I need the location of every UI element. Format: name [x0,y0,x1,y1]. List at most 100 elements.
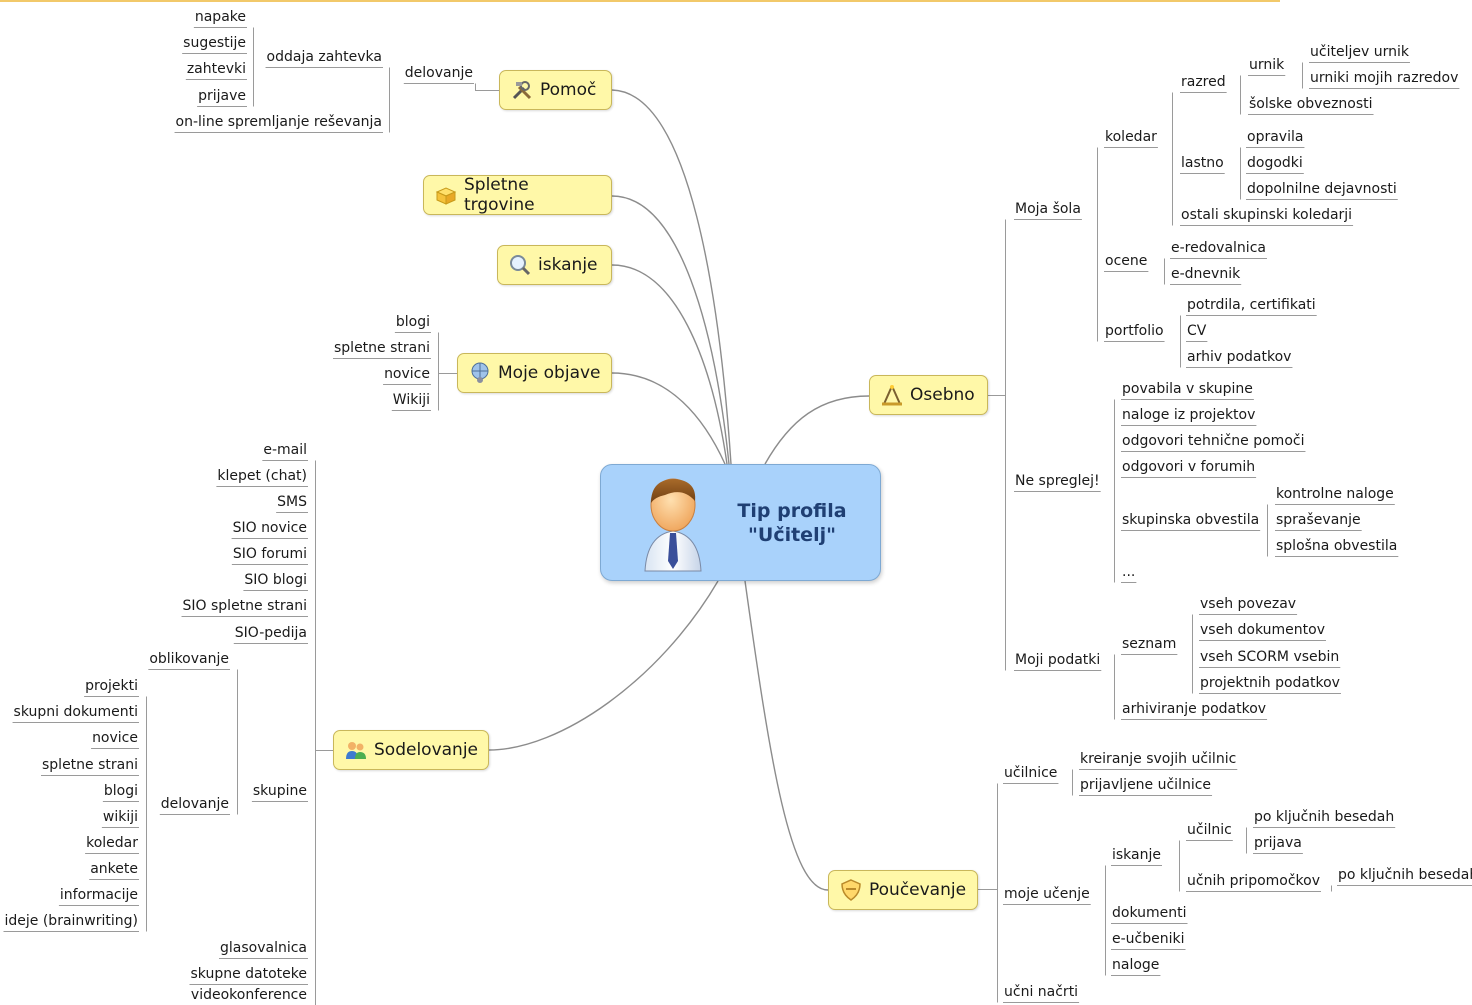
node-ucni-nacrti[interactable]: učni načrti [1004,984,1079,1000]
node-blogi-skupine[interactable]: blogi [103,783,138,799]
node-arhiv-podatkov[interactable]: arhiv podatkov [1187,349,1292,365]
node-koledar-skupine[interactable]: koledar [86,835,138,851]
node-naloge[interactable]: naloge [1112,957,1160,973]
node-vseh-scorm-vsebin[interactable]: vseh SCORM vsebin [1200,649,1340,665]
branch-iskanje[interactable]: iskanje [497,245,612,285]
central-topic[interactable]: Tip profila "Učitelj" [600,464,881,581]
node-skupni-dokumenti[interactable]: skupni dokumenti [13,704,138,720]
node-moja-sola[interactable]: Moja šola [1015,201,1081,217]
node-ostali-skupinski-koledarji[interactable]: ostali skupinski koledarji [1181,207,1353,223]
node-prijava[interactable]: prijava [1254,835,1302,851]
node-koledar[interactable]: koledar [1105,129,1157,145]
node-wikiji-objave[interactable]: Wikiji [392,392,430,408]
node-email[interactable]: e-mail [263,442,307,458]
node-moje-ucenje[interactable]: moje učenje [1004,886,1090,902]
node-splosna-obvestila[interactable]: splošna obvestila [1276,538,1398,554]
node-novice-objave[interactable]: novice [384,366,430,382]
node-urnik[interactable]: urnik [1249,57,1285,73]
node-wikiji-skupine[interactable]: wikiji [102,809,138,825]
node-skupne-datoteke[interactable]: skupne datoteke [190,966,307,982]
node-povabila-v-skupine[interactable]: povabila v skupine [1122,381,1253,397]
node-e-dnevnik[interactable]: e-dnevnik [1171,266,1241,282]
branch-osebno-label: Osebno [910,385,975,405]
node-spletne-strani-objave[interactable]: spletne strani [334,340,430,356]
node-zahtevki[interactable]: zahtevki [186,61,246,77]
node-oblikovanje[interactable]: oblikovanje [149,651,229,667]
node-e-redovalnica[interactable]: e-redovalnica [1171,240,1266,256]
node-kreiranje-svojih-ucilnic[interactable]: kreiranje svojih učilnic [1080,751,1237,767]
node-oddaja-zahtevka[interactable]: oddaja zahtevka [266,49,382,65]
node-ucnih-pripomockov[interactable]: učnih pripomočkov [1187,873,1320,889]
tools-icon [510,78,534,102]
node-sprasevanje[interactable]: spraševanje [1276,512,1361,528]
node-novice-skupine[interactable]: novice [92,730,138,746]
branch-moje-objave[interactable]: Moje objave [457,353,612,393]
node-delovanje-skupine[interactable]: delovanje [160,796,229,812]
node-projekti[interactable]: projekti [85,678,138,694]
node-sio-spletne-strani[interactable]: SIO spletne strani [182,598,307,614]
node-videokonference[interactable]: videokonference [190,987,307,1003]
node-vseh-povezav[interactable]: vseh povezav [1200,596,1297,612]
node-portfolio[interactable]: portfolio [1105,323,1164,339]
node-sio-blogi[interactable]: SIO blogi [244,572,307,588]
node-naloge-iz-projektov[interactable]: naloge iz projektov [1122,407,1256,423]
node-glasovalnica[interactable]: glasovalnica [219,940,307,956]
node-razred[interactable]: razred [1181,74,1226,90]
node-odgovori-tehnicne-pomoci[interactable]: odgovori tehnične pomoči [1122,433,1305,449]
node-sms[interactable]: SMS [277,494,307,510]
branch-spletne-trgovine[interactable]: Spletne trgovine [423,175,612,215]
node-ucilnic[interactable]: učilnic [1187,822,1232,838]
node-potrdila-certifikati[interactable]: potrdila, certifikati [1187,297,1316,313]
node-odgovori-v-forumih[interactable]: odgovori v forumih [1122,459,1256,475]
node-projektnih-podatkov[interactable]: projektnih podatkov [1200,675,1340,691]
node-sio-forumi[interactable]: SIO forumi [232,546,307,562]
node-cv[interactable]: CV [1187,323,1207,339]
node-lastno[interactable]: lastno [1181,155,1224,171]
node-po-kljucnih-besedah-1[interactable]: po ključnih besedah [1254,809,1395,825]
branch-sodelovanje[interactable]: Sodelovanje [333,730,489,770]
node-dokumenti[interactable]: dokumenti [1112,905,1187,921]
compass-icon [880,383,904,407]
node-ankete[interactable]: ankete [90,861,138,877]
node-uciteljev-urnik[interactable]: učiteljev urnik [1310,44,1409,60]
branch-osebno[interactable]: Osebno [869,375,988,415]
node-urniki-mojih-razredov[interactable]: urniki mojih razredov [1310,70,1459,86]
node-arhiviranje-podatkov[interactable]: arhiviranje podatkov [1122,701,1267,717]
node-vseh-dokumentov[interactable]: vseh dokumentov [1200,622,1325,638]
node-ideje[interactable]: ideje (brainwriting) [4,913,139,929]
node-informacije[interactable]: informacije [59,887,138,903]
node-napake[interactable]: napake [194,9,246,25]
node-klepet[interactable]: klepet (chat) [217,468,307,484]
node-moji-podatki[interactable]: Moji podatki [1015,652,1101,668]
node-dopolnilne-dejavnosti[interactable]: dopolnilne dejavnosti [1247,181,1397,197]
node-po-kljucnih-besedah-2[interactable]: po ključnih besedah [1338,867,1472,883]
node-spletne-strani-skupine[interactable]: spletne strani [42,757,138,773]
node-kontrolne-naloge[interactable]: kontrolne naloge [1276,486,1394,502]
node-ucilnice[interactable]: učilnice [1004,765,1058,781]
node-dogodki[interactable]: dogodki [1247,155,1303,171]
node-ne-spreglej[interactable]: Ne spreglej! [1015,473,1100,489]
branch-pomoc[interactable]: Pomoč [499,70,612,110]
teacher-avatar-icon [644,478,702,572]
node-solske-obveznosti[interactable]: šolske obveznosti [1249,96,1373,112]
node-opravila[interactable]: opravila [1247,129,1304,145]
node-sugestije[interactable]: sugestije [183,35,246,51]
node-sio-novice[interactable]: SIO novice [232,520,307,536]
node-prijavljene-ucilnice[interactable]: prijavljene učilnice [1080,777,1212,793]
node-e-ucbeniki[interactable]: e-učbeniki [1112,931,1185,947]
node-prijave[interactable]: prijave [198,88,246,104]
node-online-spremljanje[interactable]: on-line spremljanje reševanja [175,114,382,130]
node-blogi-objave[interactable]: blogi [395,314,430,330]
node-ellipsis[interactable]: ... [1122,564,1136,580]
branch-moje-objave-label: Moje objave [498,363,601,383]
node-skupine[interactable]: skupine [252,783,307,799]
node-delovanje-pomoc[interactable]: delovanje [404,65,473,81]
node-ocene[interactable]: ocene [1105,253,1148,269]
node-sio-pedija[interactable]: SIO-pedija [234,625,307,641]
node-iskanje-ucenje[interactable]: iskanje [1112,847,1161,863]
branch-spletne-trgovine-label: Spletne trgovine [464,175,535,215]
node-skupinska-obvestila[interactable]: skupinska obvestila [1122,512,1260,528]
node-seznam[interactable]: seznam [1122,636,1177,652]
central-title-line2: "Učitelj" [748,524,836,546]
branch-poucevanje[interactable]: Poučevanje [828,870,978,910]
